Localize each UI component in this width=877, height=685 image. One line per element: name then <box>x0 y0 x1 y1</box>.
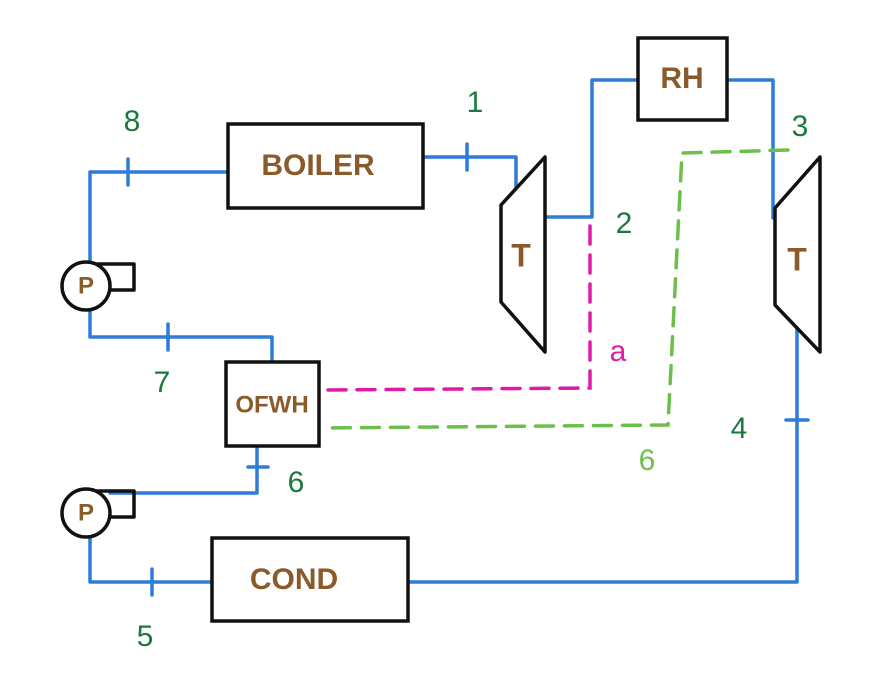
state-labels: 1 2 3 4 5 6 6 7 8 a <box>124 86 809 653</box>
reheater-label: RH <box>660 62 703 95</box>
hp-turbine-label: T <box>511 237 531 273</box>
pipe-pump-to-boiler <box>88 170 230 265</box>
state-3-label: 3 <box>792 110 809 143</box>
lp-turbine-label: T <box>787 241 807 277</box>
state-ticks <box>126 142 810 597</box>
condenser: COND <box>210 536 410 623</box>
state-4-label: 4 <box>731 412 748 445</box>
state-6-pipe-label: 6 <box>288 466 305 499</box>
pump-bottom: P <box>60 487 136 539</box>
pump-top-label: P <box>78 272 94 299</box>
pump-top: P <box>60 260 136 312</box>
extraction-line-a <box>320 224 592 392</box>
pipe-hp-turbine-to-reheater <box>543 78 640 219</box>
boiler-label: BOILER <box>261 149 375 182</box>
lp-turbine: T <box>773 155 822 354</box>
state-2-label: 2 <box>616 207 633 240</box>
pipe-ofwh-to-pump <box>88 307 274 362</box>
pipe-boiler-to-hp-turbine <box>421 155 518 197</box>
state-6-extraction-label: 6 <box>639 444 656 477</box>
pump-bottom-label: P <box>78 499 94 526</box>
state-1-label: 1 <box>467 86 484 119</box>
condenser-label: COND <box>250 563 338 596</box>
pipe-condenser-to-pump <box>88 533 214 584</box>
state-7-label: 7 <box>154 366 171 399</box>
open-feedwater-heater: OFWH <box>224 360 321 448</box>
ofwh-label: OFWH <box>235 391 308 418</box>
pipe-lp-turbine-to-condenser <box>406 326 799 584</box>
pipe-reheater-to-lp-turbine <box>725 78 775 220</box>
piping <box>88 78 799 584</box>
reheater: RH <box>636 36 729 122</box>
pipe-pump-to-ofwh <box>108 444 259 495</box>
hp-turbine: T <box>499 155 547 354</box>
state-5-label: 5 <box>137 620 154 653</box>
state-8-label: 8 <box>124 105 141 138</box>
boiler: BOILER <box>226 122 425 210</box>
extraction-line-6 <box>320 148 790 430</box>
state-a-label: a <box>610 335 627 368</box>
